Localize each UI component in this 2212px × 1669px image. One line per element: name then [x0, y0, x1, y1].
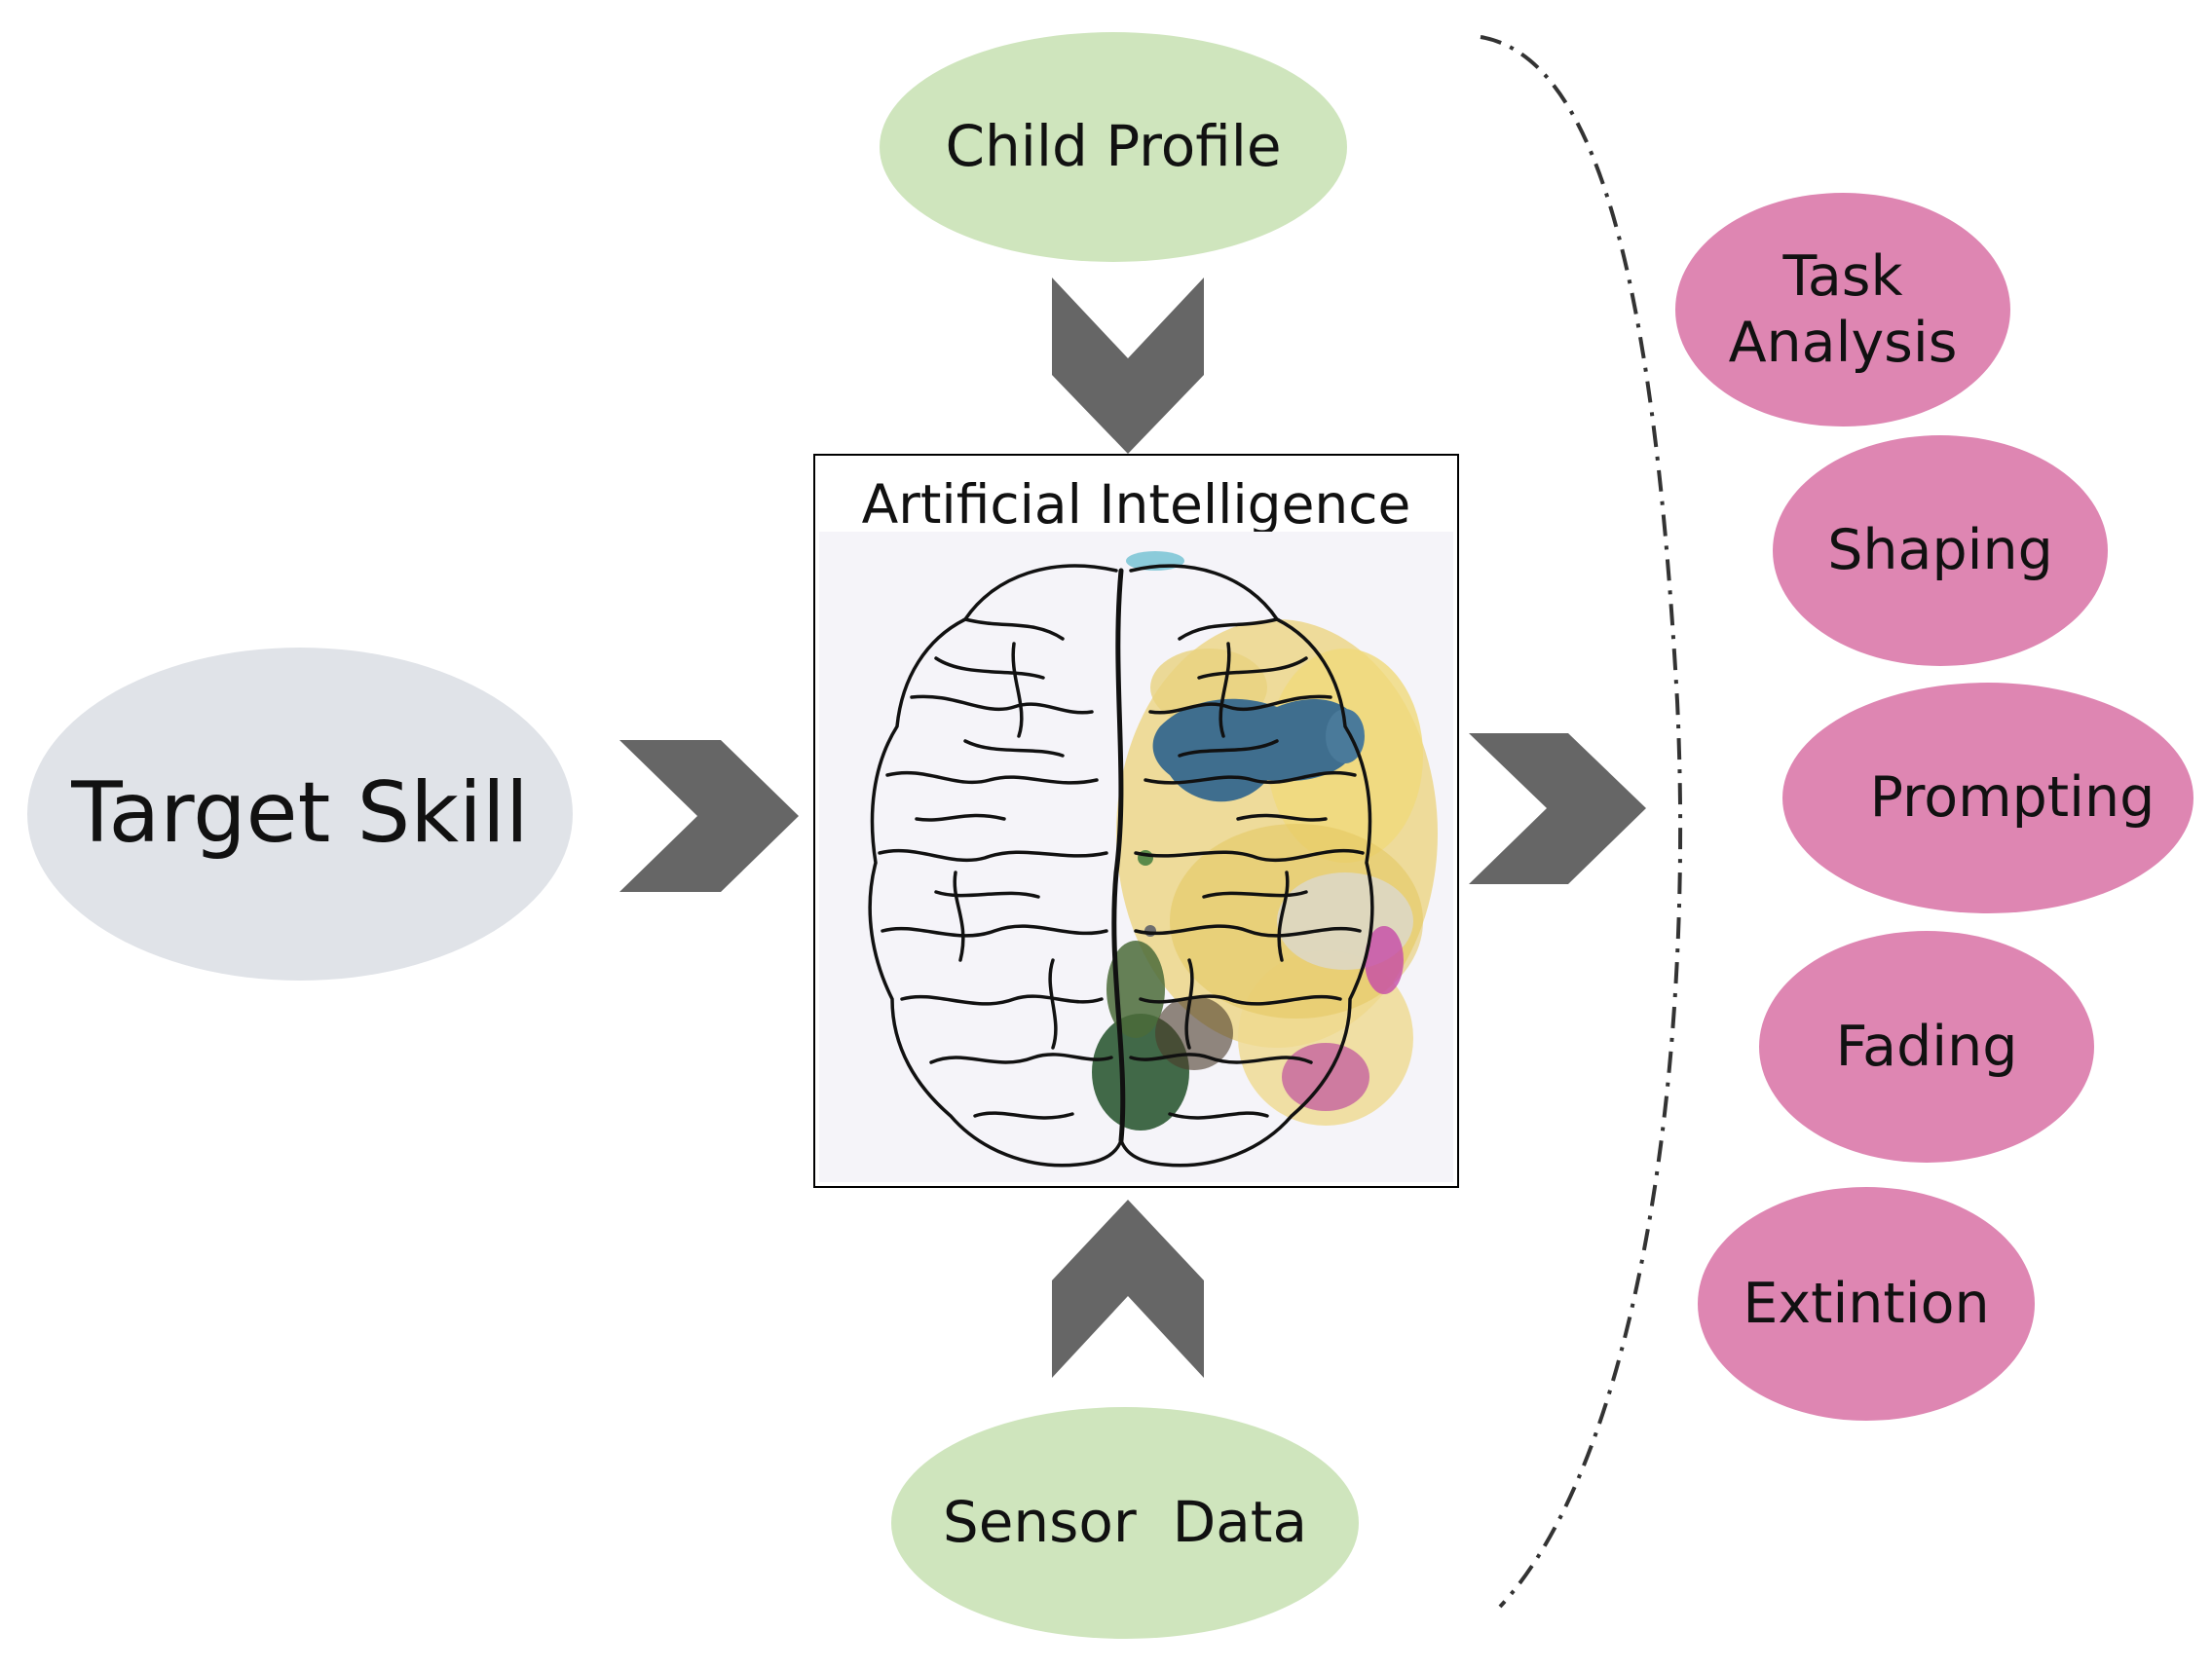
artificial-intelligence-box: Artificial Intelligence — [813, 454, 1459, 1188]
sensor-data-node: Sensor Data — [891, 1407, 1359, 1639]
arrow-right-to-outputs — [1469, 733, 1646, 884]
child-profile-node: Child Profile — [880, 32, 1347, 262]
output-prompting-label: Prompting — [1869, 765, 2156, 831]
brain-outline — [868, 564, 1374, 1168]
arrow-up-from-sensor-data — [1052, 1200, 1204, 1378]
target-skill-label: Target Skill — [71, 764, 529, 863]
child-profile-label: Child Profile — [945, 113, 1282, 180]
brain-illustration — [819, 532, 1453, 1182]
output-task-analysis: Task Analysis — [1675, 193, 2010, 427]
output-shaping-label: Shaping — [1827, 518, 2053, 583]
dash-dot-brace — [1480, 35, 1683, 1609]
output-extintion: Extintion — [1698, 1187, 2035, 1421]
output-fading: Fading — [1759, 931, 2094, 1163]
ai-box-title: Artificial Intelligence — [861, 473, 1411, 536]
arrow-right-from-target-skill — [619, 740, 799, 892]
output-fading-label: Fading — [1835, 1014, 2018, 1079]
output-extintion-label: Extintion — [1743, 1271, 1990, 1336]
output-prompting: Prompting — [1782, 683, 2193, 913]
arrow-down-from-child-profile — [1052, 278, 1204, 454]
target-skill-node: Target Skill — [27, 648, 573, 981]
output-shaping: Shaping — [1773, 435, 2108, 666]
output-task-analysis-label: Task Analysis — [1728, 243, 1958, 375]
sensor-data-label: Sensor Data — [942, 1489, 1308, 1556]
